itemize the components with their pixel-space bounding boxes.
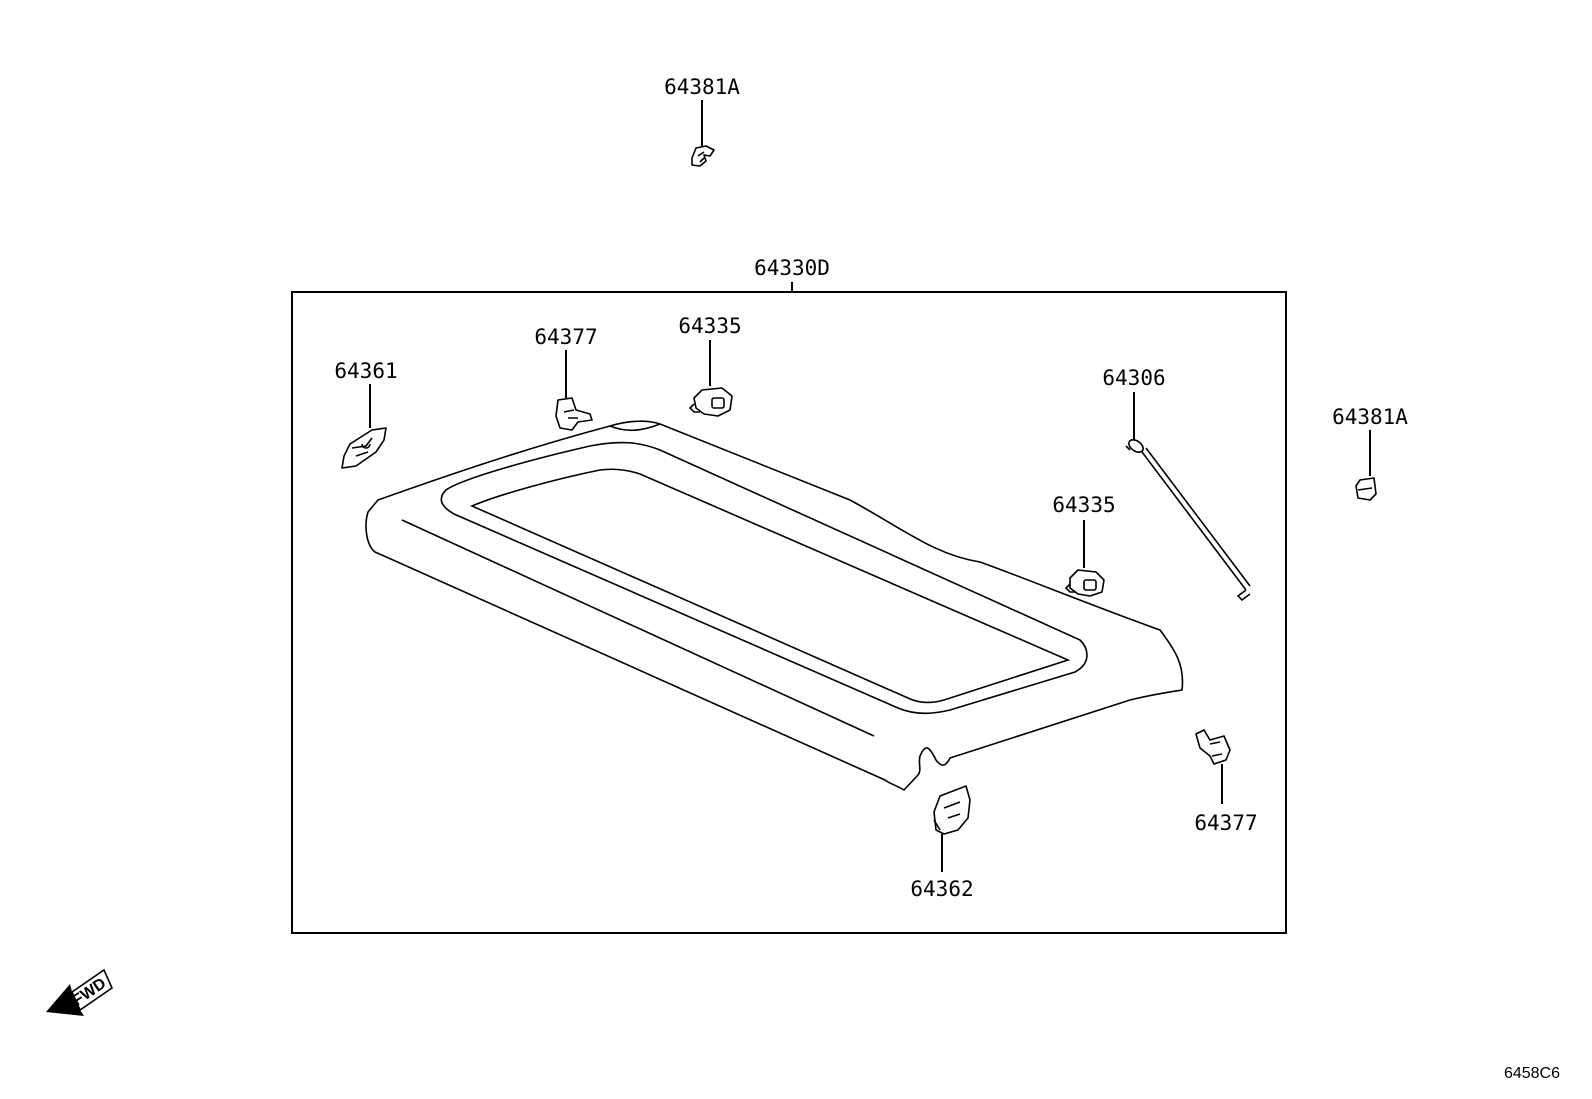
holder-right-part: 64377	[1194, 729, 1258, 835]
label-clip-right-outside: 64381A	[1332, 405, 1408, 429]
clip-top-part: 64381A	[664, 75, 740, 167]
label-clip-top: 64381A	[664, 75, 740, 99]
clip-right-outside-part: 64381A	[1332, 405, 1408, 501]
clip-upper-part: 64335	[678, 314, 742, 417]
label-tray-assembly: 64330D	[754, 256, 830, 280]
label-rod: 64306	[1102, 366, 1165, 390]
label-hook-left: 64361	[334, 359, 397, 383]
label-clip-lower: 64335	[1052, 493, 1115, 517]
diagram-code: 6458C6	[1504, 1065, 1560, 1082]
clip-lower-part: 64335	[1052, 493, 1116, 597]
holder-left-part: 64377	[534, 325, 598, 431]
label-holder-left: 64377	[534, 325, 597, 349]
hook-right-part: 64362	[910, 785, 974, 901]
label-clip-upper: 64335	[678, 314, 741, 338]
label-holder-right: 64377	[1194, 811, 1257, 835]
label-hook-right: 64362	[910, 877, 973, 901]
tray-assembly-group: 64330D	[291, 256, 1287, 934]
assembly-frame	[291, 291, 1287, 934]
hook-left-part: 64361	[334, 359, 398, 469]
support-rod-part: 64306	[1102, 366, 1251, 602]
package-tray-panel	[365, 420, 1184, 791]
fwd-arrow-icon: FWD	[46, 968, 114, 1016]
